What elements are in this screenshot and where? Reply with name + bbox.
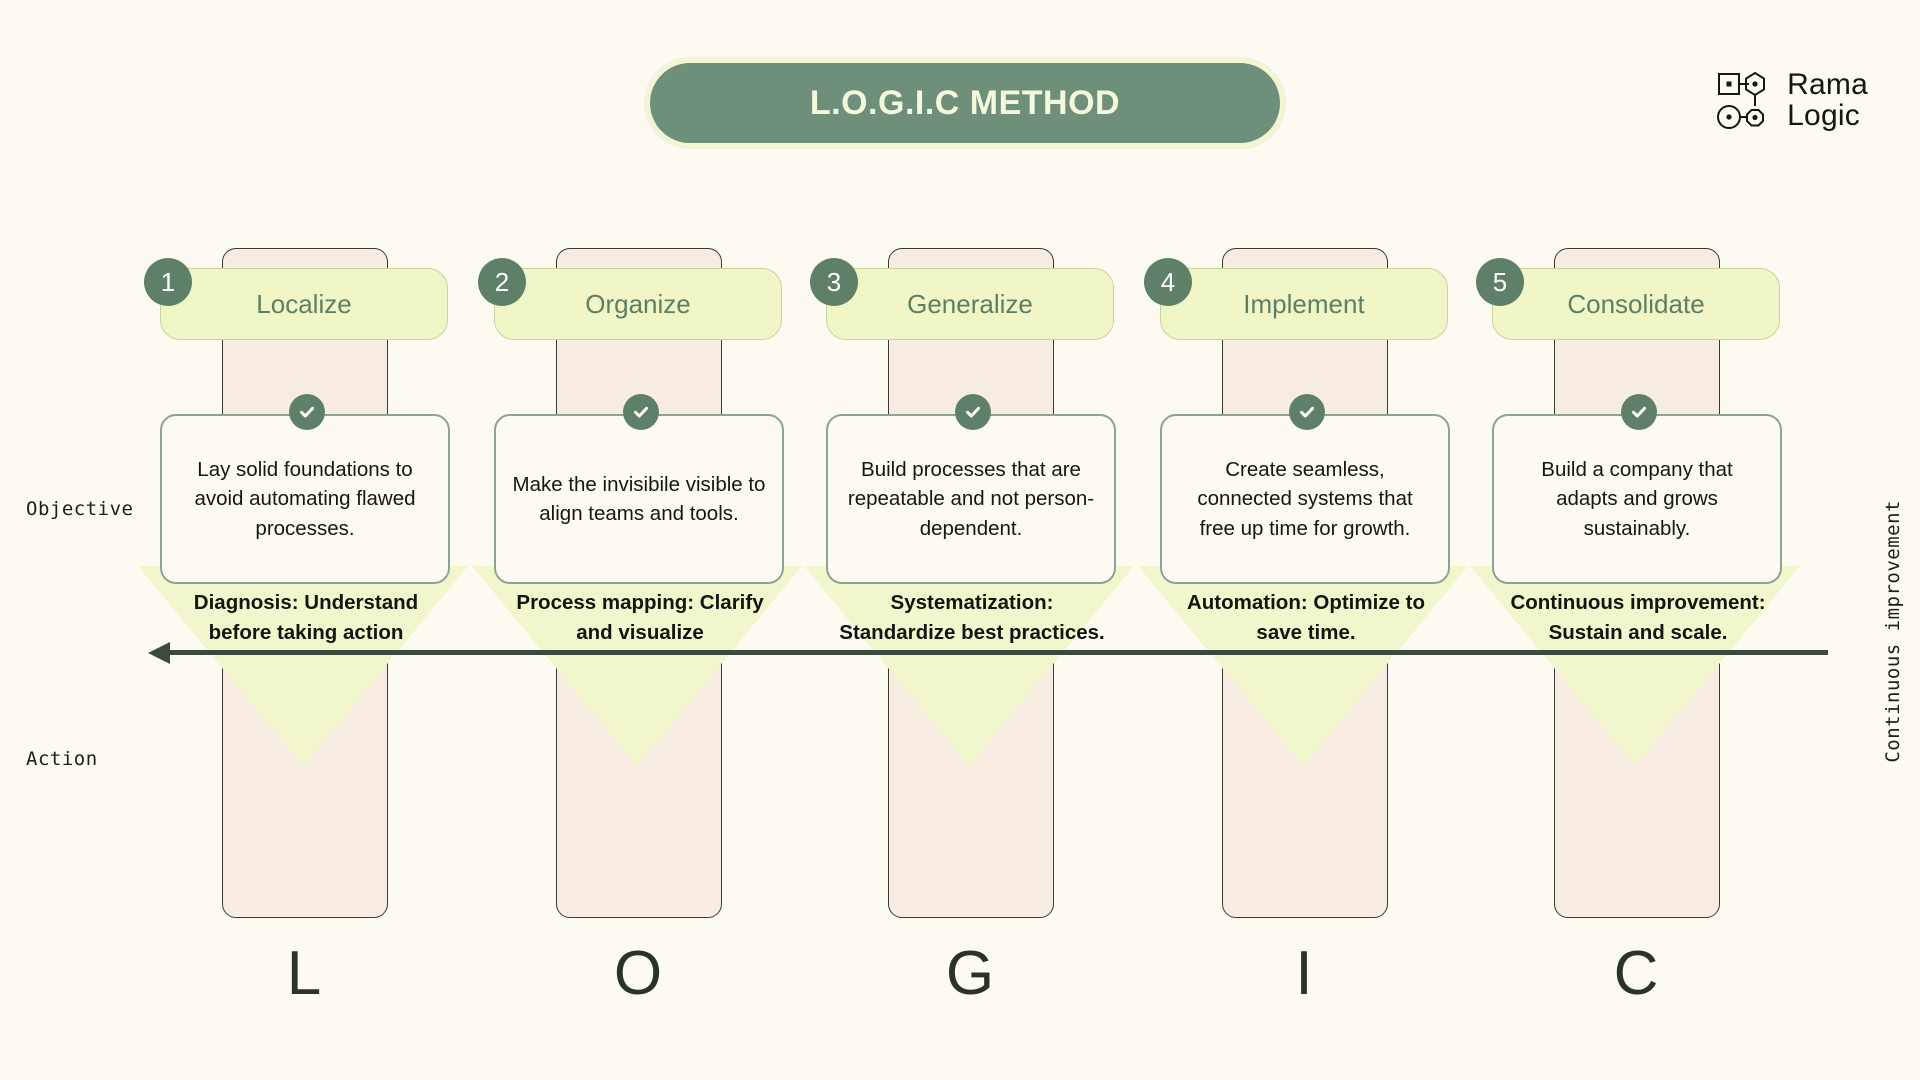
action-text: Automation: Optimize to save time.	[1186, 591, 1425, 644]
step-number-badge: 3	[810, 258, 858, 306]
step-pill[interactable]: Organize	[494, 268, 782, 340]
step-number-badge: 4	[1144, 258, 1192, 306]
step-number-badge: 5	[1476, 258, 1524, 306]
check-circle-icon	[955, 394, 991, 430]
step-number: 2	[494, 266, 510, 297]
continuous-improvement-arrow	[148, 642, 1828, 664]
brand-logo: Rama Logic	[1717, 70, 1868, 132]
step-name: Consolidate	[1567, 288, 1705, 319]
check-circle-icon	[623, 394, 659, 430]
step-pill[interactable]: Implement	[1160, 268, 1448, 340]
step-letter: O	[613, 939, 663, 1008]
step-number: 4	[1160, 266, 1176, 297]
objective-card: Make the invisibile visible to align tea…	[494, 414, 784, 584]
check-circle-icon	[1289, 394, 1325, 430]
objective-card: Create seamless, connected systems that …	[1160, 414, 1450, 584]
step-number-badge: 2	[478, 258, 526, 306]
action-text: Diagnosis: Understand before taking acti…	[193, 591, 419, 644]
page-title: L.O.G.I.C METHOD	[809, 83, 1121, 122]
row-label-objective: Objective	[26, 498, 134, 520]
step-pill[interactable]: Consolidate	[1492, 268, 1780, 340]
action-text: Systematization: Standardize best practi…	[839, 591, 1105, 644]
side-label-continuous-improvement: Continuous improvement	[1882, 500, 1904, 763]
step-name: Localize	[256, 288, 352, 319]
logo-line-1: Rama	[1787, 68, 1868, 102]
arrow-line	[166, 650, 1828, 655]
step-number: 3	[826, 266, 842, 297]
objective-text: Build a company that adapts and grows su…	[1541, 458, 1733, 540]
action-text: Process mapping: Clarify and visualize	[516, 591, 764, 644]
step-letter: C	[1613, 939, 1659, 1008]
rama-logic-node-graph-icon	[1717, 71, 1766, 129]
logo-line-2: Logic	[1787, 99, 1860, 132]
step-letter: L	[286, 939, 322, 1008]
step-number: 5	[1492, 266, 1508, 297]
objective-text: Create seamless, connected systems that …	[1197, 458, 1413, 540]
objective-card: Build processes that are repeatable and …	[826, 414, 1116, 584]
step-number: 1	[160, 266, 176, 297]
objective-text: Make the invisibile visible to align tea…	[512, 472, 766, 525]
objective-text: Build processes that are repeatable and …	[847, 458, 1095, 540]
row-label-action: Action	[26, 748, 98, 770]
logo-wordmark: Rama Logic	[1787, 70, 1868, 131]
page-title-pill: L.O.G.I.C METHOD	[645, 58, 1285, 148]
action-text: Continuous improvement: Sustain and scal…	[1510, 591, 1766, 644]
check-circle-icon	[1621, 394, 1657, 430]
step-name: Generalize	[907, 288, 1033, 319]
objective-card: Lay solid foundations to avoid automatin…	[160, 414, 450, 584]
step-number-badge: 1	[144, 258, 192, 306]
objective-card: Build a company that adapts and grows su…	[1492, 414, 1782, 584]
objective-text: Lay solid foundations to avoid automatin…	[194, 458, 416, 540]
check-circle-icon	[289, 394, 325, 430]
arrow-head-icon	[148, 642, 170, 664]
step-letter: G	[945, 939, 995, 1008]
step-pill[interactable]: Localize	[160, 268, 448, 340]
step-name: Implement	[1243, 288, 1365, 319]
step-letter: I	[1295, 939, 1313, 1008]
step-name: Organize	[585, 288, 691, 319]
step-pill[interactable]: Generalize	[826, 268, 1114, 340]
